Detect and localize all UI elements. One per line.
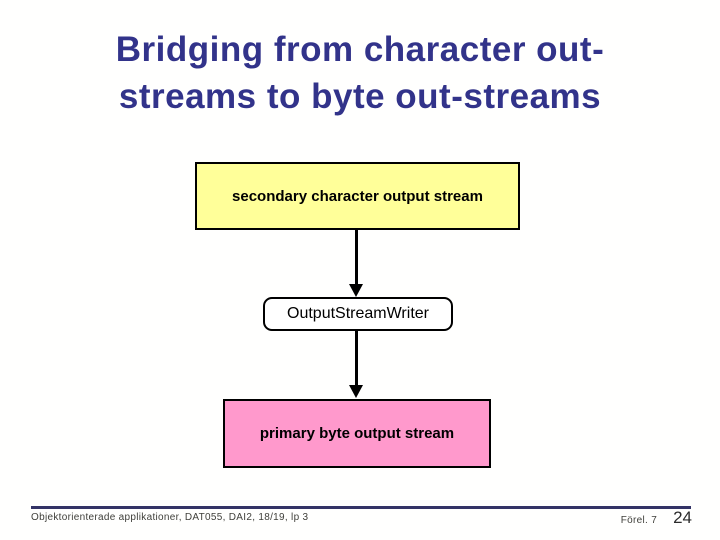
bottom-box-label: primary byte output stream (259, 425, 455, 442)
footer-divider-line (31, 506, 691, 509)
top-box-label: secondary character output stream (232, 187, 483, 205)
outputstreamwriter-box: OutputStreamWriter (263, 297, 453, 331)
secondary-character-output-stream-box: secondary character output stream (195, 162, 520, 230)
footer-lecture-label: Förel. 7 (620, 515, 658, 526)
down-arrow-icon-1 (349, 284, 363, 297)
footer-right-group: Förel. 7 24 (621, 508, 692, 528)
primary-byte-output-stream-box: primary byte output stream (223, 399, 491, 468)
down-arrow-line-1 (355, 230, 358, 285)
slide-title-line-2: streams to byte out-streams (118, 77, 602, 116)
slide-title: Bridging from character out- streams to … (0, 26, 720, 120)
footer-page-number: 24 (673, 508, 692, 527)
middle-box-label: OutputStreamWriter (287, 305, 429, 322)
down-arrow-icon-2 (349, 385, 363, 398)
slide-title-line-1: Bridging from character out- (115, 30, 605, 69)
footer-course-info: Objektorienterade applikationer, DAT055,… (31, 512, 309, 523)
down-arrow-line-2 (355, 331, 358, 385)
